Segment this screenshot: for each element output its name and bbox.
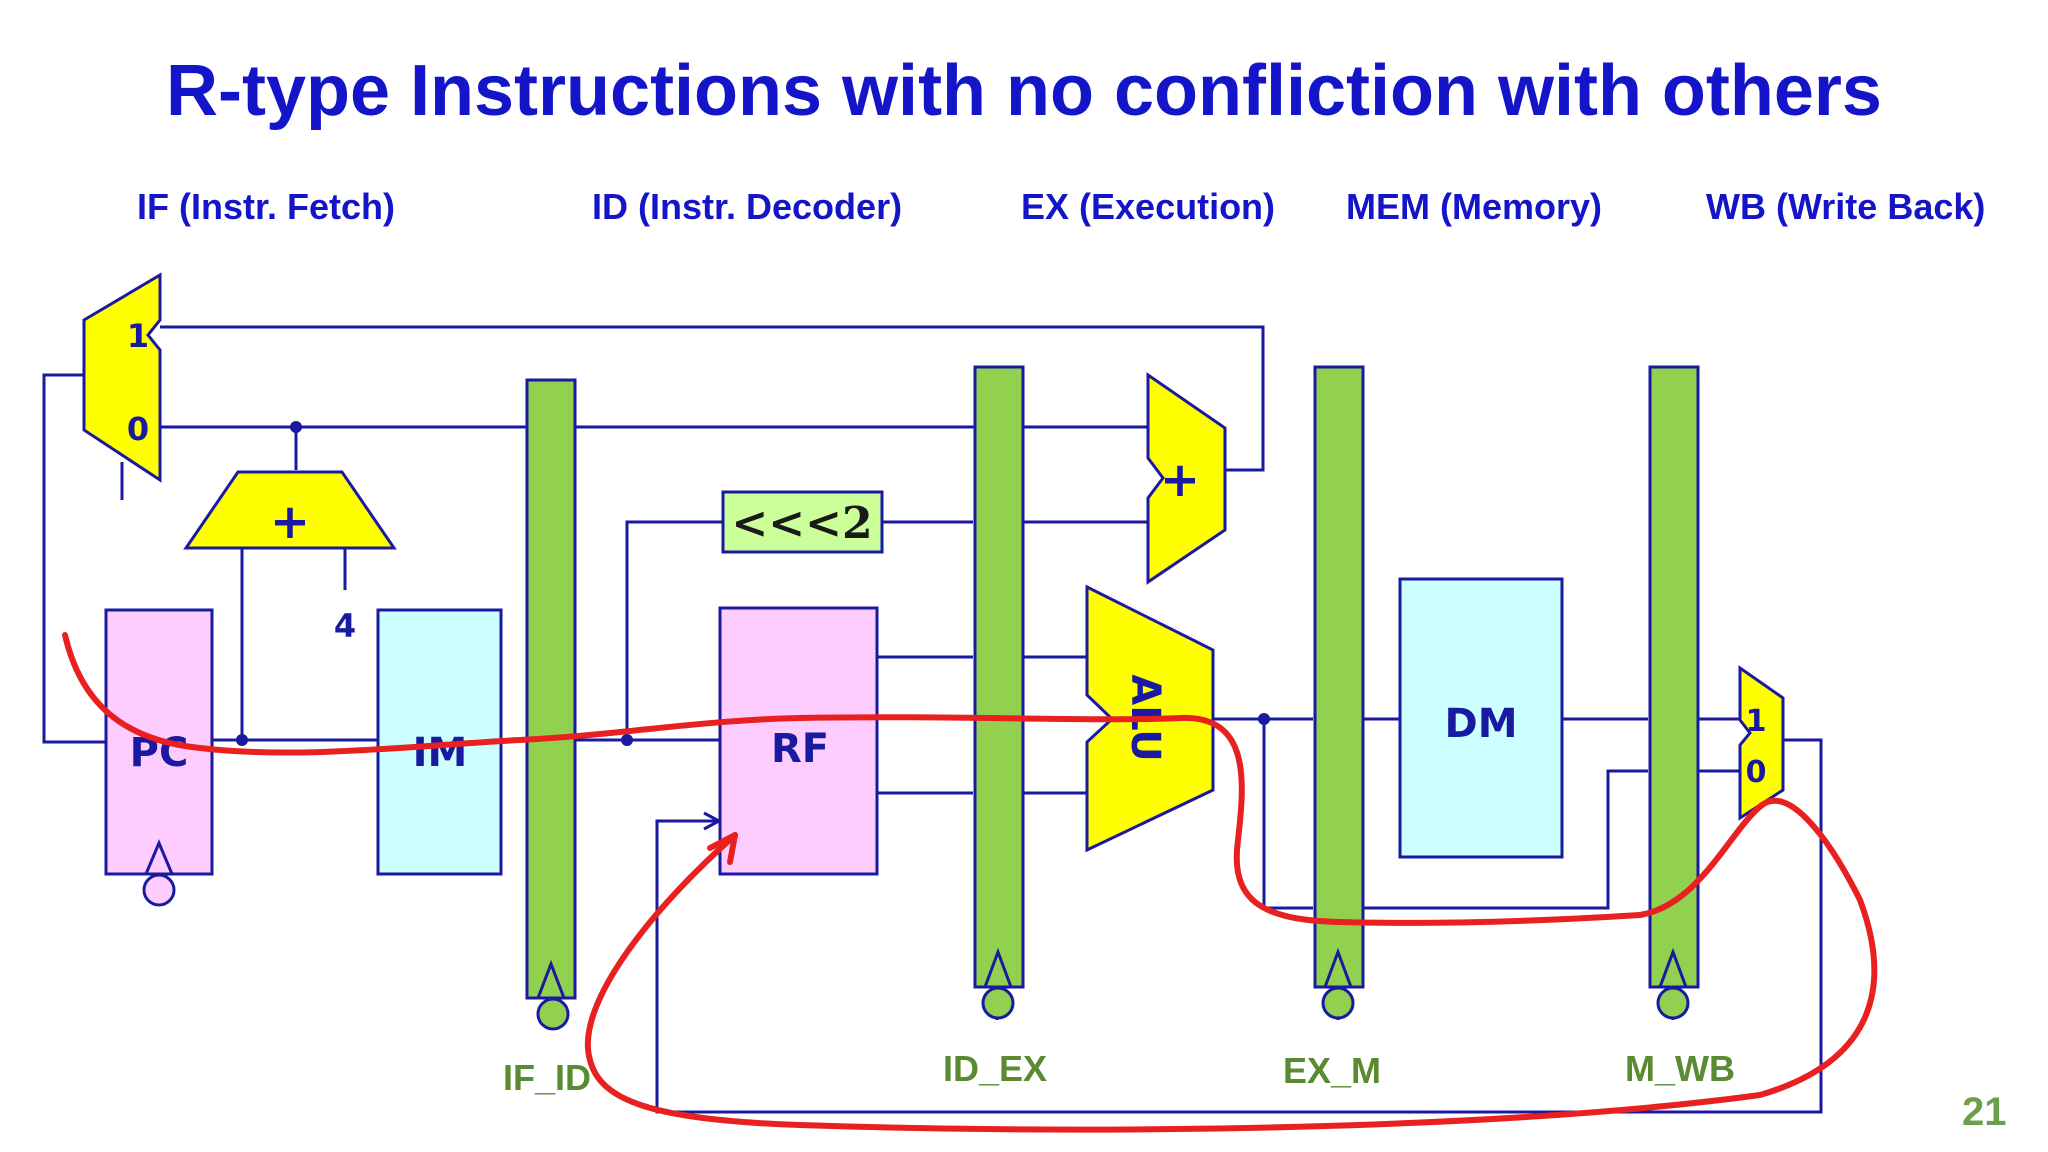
constant-four-label: 4 bbox=[334, 607, 356, 645]
shift-left-two: <<<2 bbox=[721, 490, 884, 554]
stage-label-mem: MEM (Memory) bbox=[1346, 186, 1603, 227]
writeback-mux: 1 0 bbox=[1738, 665, 1785, 821]
wb-mux-input-0-label: 0 bbox=[1746, 755, 1767, 790]
im-label: IM bbox=[413, 730, 468, 776]
wire-mux-to-pc bbox=[42, 373, 106, 744]
register-file: RF bbox=[718, 606, 879, 876]
pc-clock-icon bbox=[142, 873, 176, 907]
page-number: 21 bbox=[1962, 1090, 2007, 1134]
wire-alu-bypass bbox=[1262, 719, 1313, 910]
m-wb-clock-icon bbox=[1656, 986, 1690, 1020]
pipeline-register-id-ex bbox=[973, 365, 1025, 1020]
wb-mux-input-1-label: 1 bbox=[1746, 704, 1767, 739]
dm-label: DM bbox=[1444, 701, 1517, 747]
junction-instruction bbox=[621, 734, 633, 746]
data-memory: DM bbox=[1398, 577, 1564, 859]
branch-adder-symbol: + bbox=[1160, 452, 1200, 508]
pc-adder: + bbox=[183, 470, 397, 550]
id-ex-clock-icon bbox=[981, 986, 1015, 1020]
slide-title: R-type Instructions with no confliction … bbox=[166, 51, 1882, 131]
junction-pc bbox=[236, 734, 248, 746]
pipeline-register-label-m-wb: M_WB bbox=[1625, 1048, 1735, 1089]
wire-exm-bypass-to-mwb bbox=[1363, 769, 1648, 910]
shift-label: <<<2 bbox=[731, 498, 872, 549]
ex-m-clock-edge-icon bbox=[1323, 947, 1353, 988]
highlighted-r-type-path bbox=[62, 632, 1878, 1133]
if-id-clock-icon bbox=[536, 997, 570, 1031]
m-wb-clock-edge-icon bbox=[1658, 947, 1688, 988]
stage-label-wb: WB (Write Back) bbox=[1706, 186, 1986, 227]
branch-adder: + bbox=[1146, 372, 1227, 585]
pipeline-register-if-id bbox=[525, 378, 577, 1031]
instruction-memory: IM bbox=[376, 608, 503, 876]
wire-branch-target bbox=[160, 325, 1265, 472]
id-ex-clock-edge-icon bbox=[983, 947, 1013, 988]
mux-input-0-label: 0 bbox=[127, 410, 149, 448]
pc-source-mux: 1 0 bbox=[82, 272, 162, 483]
pipeline-register-label-id-ex: ID_EX bbox=[943, 1048, 1048, 1089]
stage-label-id: ID (Instr. Decoder) bbox=[592, 186, 903, 227]
stage-label-ex: EX (Execution) bbox=[1021, 186, 1276, 227]
wire-writeback bbox=[655, 738, 1823, 1114]
pipeline-register-label-ex-m: EX_M bbox=[1283, 1050, 1382, 1091]
if-id-clock-edge-icon bbox=[536, 959, 566, 999]
pc-register: PC bbox=[104, 608, 214, 907]
highlighted-path-arrowhead-icon bbox=[707, 832, 738, 865]
stage-label-if: IF (Instr. Fetch) bbox=[137, 186, 396, 227]
pipeline-register-m-wb bbox=[1648, 365, 1700, 1020]
mux-input-1-label: 1 bbox=[127, 317, 149, 355]
pc-clock-edge-icon bbox=[144, 839, 174, 875]
ex-m-clock-icon bbox=[1321, 986, 1355, 1020]
pc-label: PC bbox=[130, 730, 189, 776]
pipeline-register-ex-m bbox=[1313, 365, 1365, 1020]
wire-offset-to-shift bbox=[625, 520, 723, 740]
pipeline-register-label-if-id: IF_ID bbox=[503, 1057, 592, 1098]
pc-adder-symbol: + bbox=[270, 494, 310, 550]
rf-label: RF bbox=[771, 726, 829, 772]
